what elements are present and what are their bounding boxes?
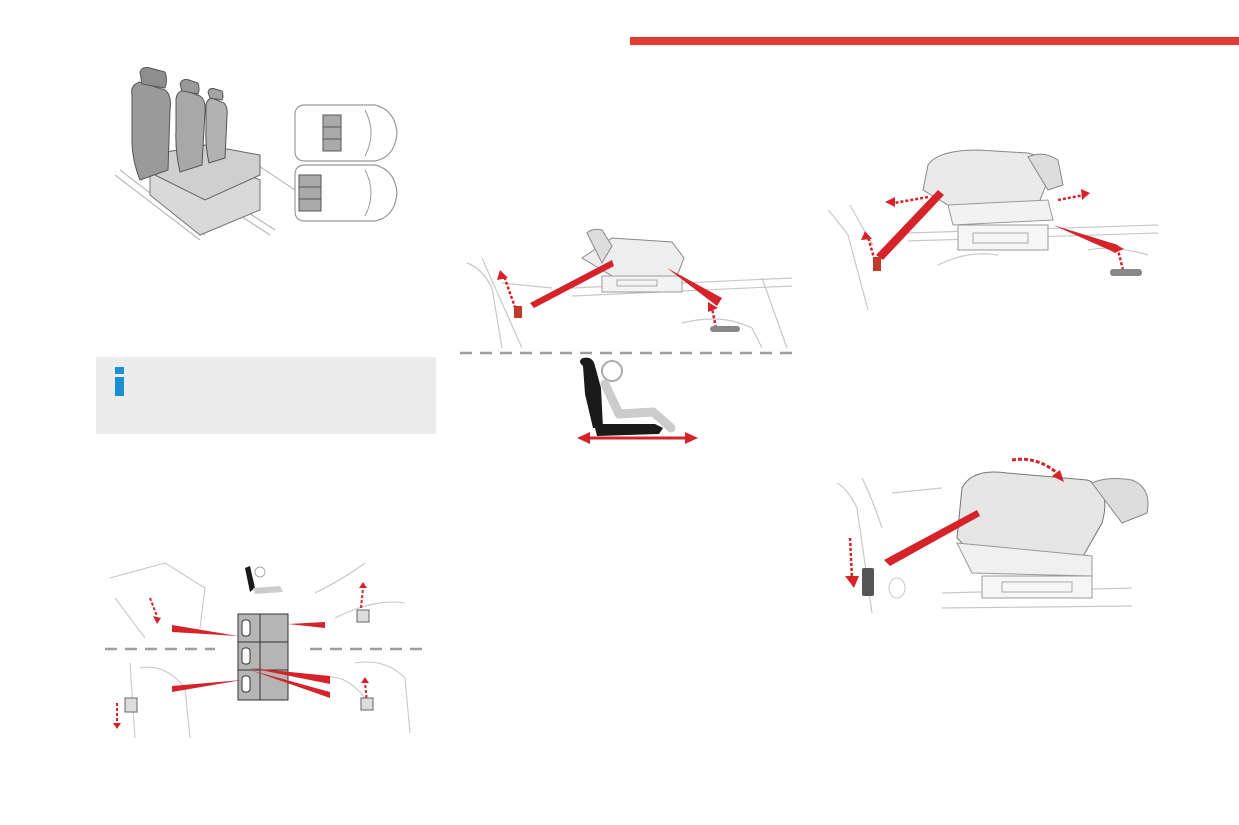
seat-tilted-illustration bbox=[827, 149, 1159, 311]
separator-dashed-line bbox=[460, 351, 800, 355]
header-accent-bar bbox=[630, 37, 1239, 45]
seat-locking-points-illustration bbox=[105, 562, 423, 739]
seat-rail-adjustment-illustration bbox=[466, 228, 793, 349]
info-note-box bbox=[96, 357, 436, 434]
info-icon bbox=[114, 367, 126, 397]
seat-folding-illustration bbox=[836, 457, 1149, 614]
seat-position-pictogram bbox=[577, 357, 698, 444]
seat-bench-illustration bbox=[114, 67, 398, 241]
